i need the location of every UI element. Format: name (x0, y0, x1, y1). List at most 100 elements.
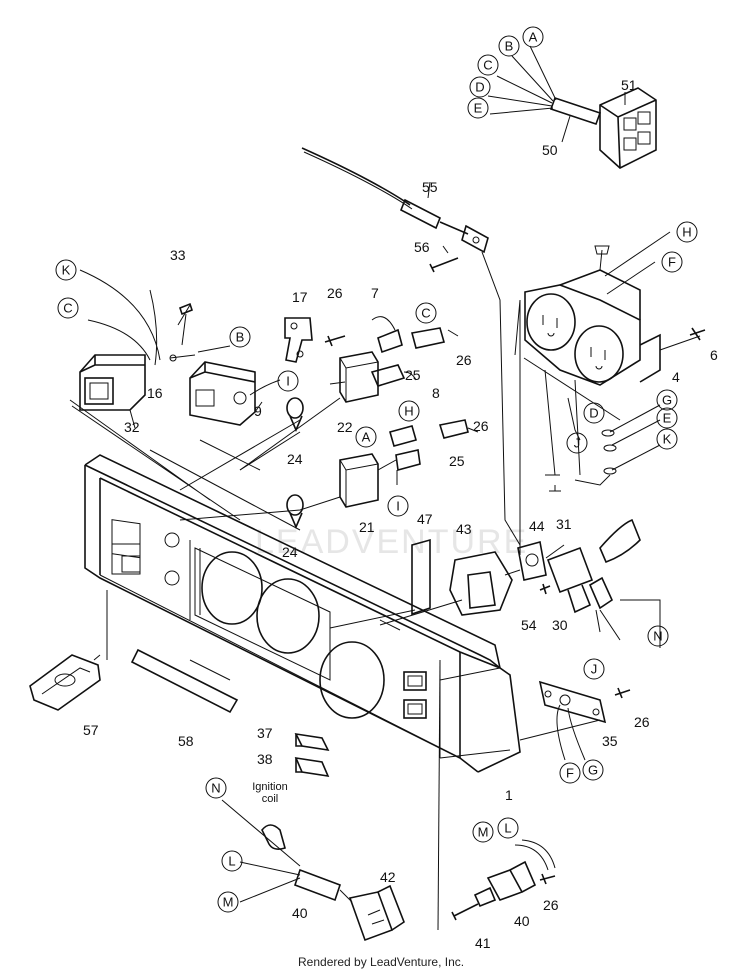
part-label-1: 1 (505, 787, 513, 803)
callout-N: N (205, 777, 227, 799)
choke-knob-43 (449, 551, 513, 616)
assembly-lines (106, 299, 661, 759)
strip-47 (411, 538, 431, 616)
callout-I: I (277, 370, 299, 392)
part-label-35: 35 (602, 733, 618, 749)
ignition-harness (221, 799, 405, 942)
part-label-44: 44 (529, 518, 545, 534)
relay-21 (339, 425, 421, 508)
connector-harness (487, 45, 657, 169)
decal-58 (130, 648, 239, 714)
svg-text:J: J (574, 436, 581, 451)
part-label-8: 8 (432, 385, 440, 401)
switch-16 (149, 302, 301, 531)
part-label-40: 40 (292, 905, 308, 921)
wire-callouts: A B C D E K C B I C H A I H F D G E K J … (55, 26, 698, 913)
part-label-24: 24 (287, 451, 303, 467)
svg-text:I: I (396, 499, 400, 514)
part-label-21: 21 (359, 519, 375, 535)
part-label-42: 42 (380, 869, 396, 885)
part-label-26: 26 (543, 897, 559, 913)
callout-G: G (582, 759, 604, 781)
callout-F: F (661, 251, 683, 273)
svg-text:L: L (504, 821, 511, 836)
svg-text:D: D (475, 80, 484, 95)
svg-text:coil: coil (262, 793, 279, 805)
ignition-coil-note: Ignition coil (252, 781, 287, 805)
callout-H: H (676, 221, 698, 243)
grommets-24 (286, 397, 304, 530)
svg-text:E: E (474, 101, 483, 116)
part-label-26: 26 (634, 714, 650, 730)
callout-E: E (656, 407, 678, 429)
part-label-26: 26 (327, 285, 343, 301)
svg-text:B: B (505, 39, 514, 54)
callout-C: C (415, 302, 437, 324)
part-label-9: 9 (254, 403, 262, 419)
svg-text:G: G (662, 393, 672, 408)
part-label-33: 33 (170, 247, 186, 263)
svg-text:L: L (228, 854, 235, 869)
receptacle-outlet (524, 231, 706, 492)
part-label-25: 25 (449, 453, 465, 469)
part-label-32: 32 (124, 419, 140, 435)
part-label-47: 47 (417, 511, 433, 527)
svg-text:C: C (421, 306, 430, 321)
throttle-cable (301, 147, 521, 546)
callout-L: L (221, 850, 243, 872)
svg-text:I: I (286, 374, 290, 389)
plate-35 (538, 680, 631, 761)
dash-panel-1 (84, 454, 521, 931)
part-label-17: 17 (292, 289, 308, 305)
callout-J: J (583, 658, 605, 680)
part-numbers: 51 50 55 56 33 17 26 7 26 25 8 16 9 32 2… (83, 77, 718, 951)
part-label-16: 16 (147, 385, 163, 401)
callout-F: F (559, 762, 581, 784)
part-label-50: 50 (542, 142, 558, 158)
part-label-22: 22 (337, 419, 353, 435)
part-label-24: 24 (282, 544, 298, 560)
svg-text:C: C (483, 58, 492, 73)
svg-text:N: N (653, 629, 662, 644)
terminal-tabs-25 (411, 327, 479, 439)
part-label-56: 56 (414, 239, 430, 255)
callout-L: L (497, 817, 519, 839)
callout-J: J (566, 432, 588, 454)
callout-G: G (656, 389, 678, 411)
svg-text:M: M (478, 825, 489, 840)
part-label-40: 40 (514, 913, 530, 929)
callout-H: H (398, 400, 420, 422)
svg-text:A: A (362, 430, 371, 445)
relay-22 (329, 316, 417, 403)
part-label-6: 6 (710, 347, 718, 363)
voltage-regulator-32 (69, 269, 241, 521)
svg-text:H: H (404, 404, 413, 419)
callout-C: C (477, 54, 499, 76)
part-label-30: 30 (552, 617, 568, 633)
svg-text:K: K (663, 432, 672, 447)
part-label-43: 43 (456, 521, 472, 537)
svg-text:E: E (663, 411, 672, 426)
callout-B: B (498, 35, 520, 57)
part-label-54: 54 (521, 617, 537, 633)
part-label-31: 31 (556, 516, 572, 532)
callout-K: K (55, 259, 77, 281)
svg-text:D: D (589, 406, 598, 421)
handle-57 (29, 654, 101, 711)
svg-text:F: F (668, 255, 676, 270)
part-label-38: 38 (257, 751, 273, 767)
callout-B: B (229, 326, 251, 348)
callout-D: D (469, 76, 491, 98)
svg-text:H: H (682, 225, 691, 240)
svg-text:F: F (566, 766, 574, 781)
callout-A: A (522, 26, 544, 48)
key-switch-assembly (504, 518, 641, 633)
part-label-26: 26 (473, 418, 489, 434)
part-label-25: 25 (405, 367, 421, 383)
part-label-41: 41 (475, 935, 491, 951)
part-label-7: 7 (371, 285, 379, 301)
callout-D: D (583, 402, 605, 424)
part-label-26: 26 (456, 352, 472, 368)
svg-text:K: K (62, 263, 71, 278)
